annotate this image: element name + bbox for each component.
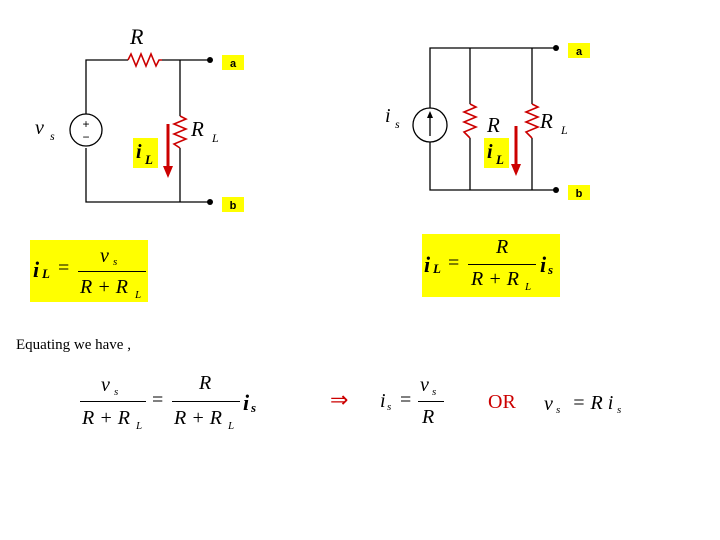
right-terminal-b-label: b (576, 188, 583, 200)
bottom-equals: = (152, 389, 164, 411)
right-current-sub: L (495, 152, 504, 167)
bottom-res-num-sub: s (432, 386, 437, 398)
bottom-final-lhs: v (544, 393, 553, 415)
left-terminal-a-node (207, 57, 213, 63)
right-terminal-b-tag (568, 185, 590, 200)
bottom-l-num-sub: s (114, 386, 119, 398)
left-series-resistor (127, 51, 162, 69)
left-eq-num-sub: s (113, 256, 118, 268)
right-eq-lhs: i (424, 252, 431, 277)
or-label: OR (488, 391, 516, 413)
left-terminal-a-label: a (230, 58, 237, 70)
right-source-current-label: i (385, 105, 391, 127)
bottom-l-num: v (101, 374, 110, 396)
bottom-l-den-sub: L (136, 420, 143, 432)
left-source-voltage-sub: s (50, 129, 55, 143)
bottom-r-den-sub: L (228, 420, 235, 432)
left-bottom-wire (85, 148, 210, 203)
left-eq-num: v (100, 245, 109, 267)
left-current-sub: L (144, 152, 153, 167)
left-eq-fraction-bar (78, 271, 146, 272)
left-top-wire (85, 59, 210, 130)
left-terminal-b-tag (222, 197, 244, 212)
right-terminal-b-node (553, 187, 559, 193)
left-load-label: R (190, 117, 204, 141)
right-circuit: a b i s R R L i L (385, 43, 590, 200)
left-eq-equals: = (58, 257, 70, 279)
bottom-res-equals: = (400, 389, 412, 411)
left-load-resistor (171, 115, 189, 149)
right-eq-lhs-sub: L (433, 261, 441, 276)
left-series-resistor-label: R (129, 24, 144, 49)
right-current-label: i (487, 141, 493, 163)
right-eq-mult-sub: s (548, 262, 554, 277)
bottom-l-fraction-bar (80, 401, 146, 402)
left-eq-lhs-sub: L (42, 266, 50, 281)
right-eq-den: R + R (471, 268, 519, 290)
right-eq-num: R (496, 236, 509, 258)
right-top-wire (429, 47, 556, 108)
right-eq-fraction-bar (468, 264, 536, 265)
left-terminal-b-label: b (230, 200, 237, 212)
right-equation-box (422, 234, 560, 297)
right-eq-equals: = (448, 252, 460, 274)
bottom-final-rhs: = R i (572, 392, 614, 414)
right-load-label: R (539, 109, 553, 133)
right-shunt-label: R (486, 113, 500, 137)
implies-arrow: ⇒ (330, 388, 349, 413)
right-terminal-a-node (553, 45, 559, 51)
bottom-final-rhs-sub: s (617, 404, 622, 416)
bottom-res-fraction-bar (418, 401, 444, 402)
bottom-l-den: R + R (82, 407, 130, 429)
left-terminal-b-node (207, 199, 213, 205)
right-load-sub: L (560, 123, 568, 137)
left-eq-lhs: i (33, 257, 40, 282)
bottom-res-den: R (422, 406, 435, 428)
right-eq-den-sub: L (525, 281, 532, 293)
voltage-source-minus: − (82, 130, 89, 144)
right-current-arrowhead (511, 164, 521, 176)
right-eq-mult: i (540, 252, 547, 277)
left-terminal-a-tag (222, 55, 244, 70)
right-terminal-a-label: a (576, 46, 583, 58)
bottom-r-fraction-bar (172, 401, 240, 402)
right-source-current-sub: s (395, 117, 400, 131)
bottom-mult-sub: s (251, 400, 257, 415)
left-current-label: i (136, 141, 142, 163)
left-current-arrowhead (163, 166, 173, 178)
left-eq-den: R + R (80, 276, 128, 298)
left-current-label-bg (133, 138, 158, 168)
bottom-r-den: R + R (174, 407, 222, 429)
bottom-res-lhs: i (380, 390, 386, 412)
bottom-res-lhs-sub: s (387, 401, 392, 413)
right-load-resistor (523, 103, 541, 139)
current-source-arrowhead (427, 111, 433, 118)
left-source-voltage-label: v (35, 117, 44, 139)
left-eq-den-sub: L (135, 289, 142, 301)
bottom-mult: i (243, 390, 250, 415)
right-bottom-wire (429, 142, 556, 191)
right-current-label-bg (484, 138, 509, 168)
voltage-source-plus: + (82, 117, 89, 131)
equating-caption: Equating we have , (16, 337, 131, 353)
right-shunt-resistor (461, 103, 479, 139)
left-load-sub: L (211, 131, 219, 145)
bottom-res-num: v (420, 374, 429, 396)
voltage-source-circle (69, 113, 103, 147)
right-terminal-a-tag (568, 43, 590, 58)
bottom-final-lhs-sub: s (556, 404, 561, 416)
bottom-r-num: R (199, 372, 212, 394)
left-circuit: + − a b R v s R L i L (35, 24, 244, 212)
